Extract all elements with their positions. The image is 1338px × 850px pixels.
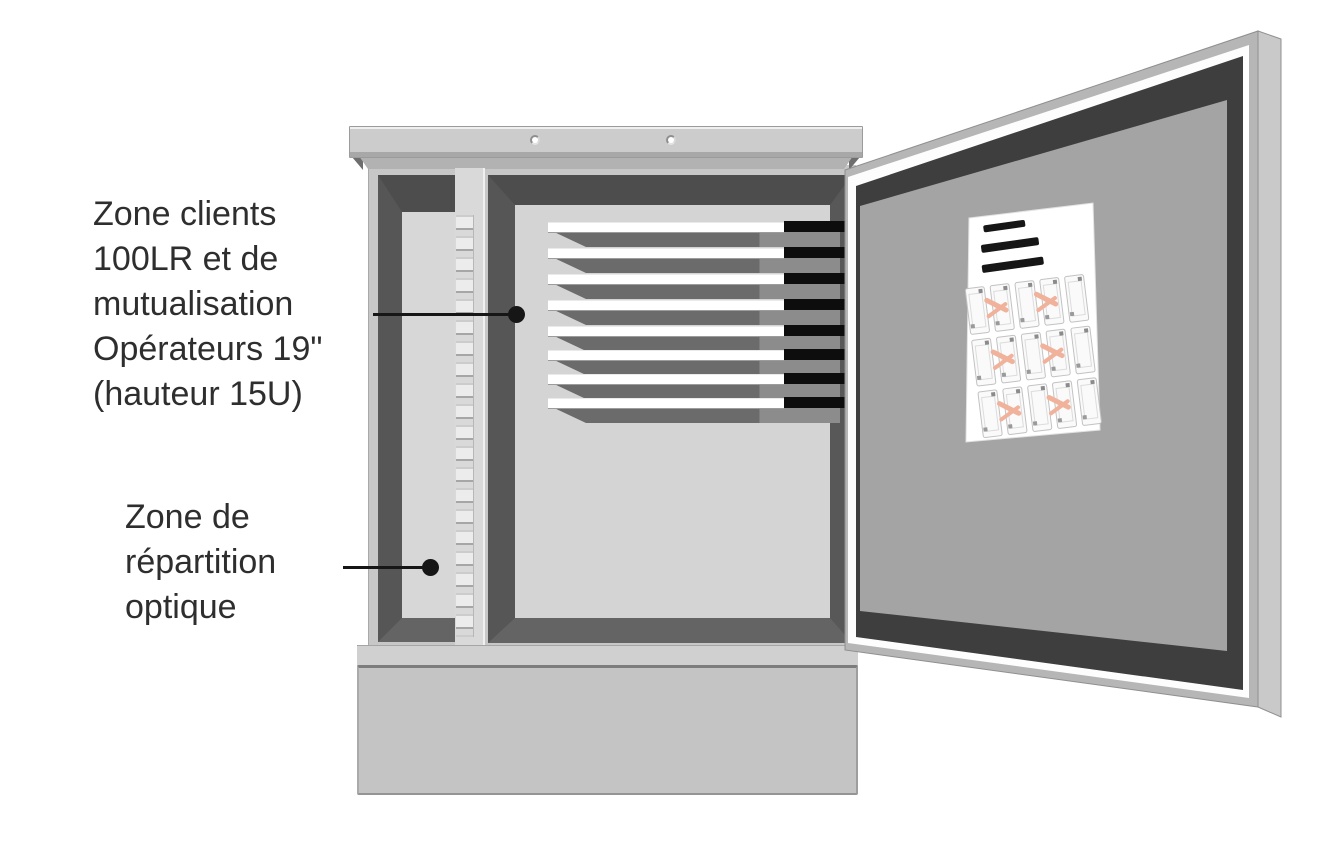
callout-line-zone-clients (373, 306, 525, 323)
label-zone-repartition-optique: Zone de répartition optique (125, 495, 276, 630)
label-cell (971, 337, 997, 387)
label-line: Opérateurs 19" (93, 330, 323, 368)
tray-shadow (552, 359, 840, 375)
cap-bracket-left (352, 157, 363, 170)
tray-shadow (552, 309, 840, 325)
tray-front-edge (548, 374, 784, 384)
label-line: optique (125, 588, 237, 626)
callout-dot (422, 559, 439, 576)
label-cell (990, 334, 1022, 384)
label-zone-clients: Zone clients 100LR et de mutualisation O… (93, 192, 322, 417)
tray-shadow (552, 257, 840, 273)
tray-end-connector (784, 373, 851, 384)
label-line: Zone clients (93, 195, 277, 233)
callout-line-zone-repartition (343, 559, 439, 576)
tray-end-connector (784, 273, 851, 284)
label-cell (1064, 274, 1090, 323)
tray-front-edge (548, 274, 784, 284)
tray-shadow (552, 335, 840, 351)
cabinet-base (357, 665, 858, 795)
title-mark (983, 219, 1026, 233)
tray-end-connector (784, 325, 851, 336)
cabinet-top-cap (349, 126, 863, 158)
label-cell (964, 286, 990, 335)
tray-end-connector (784, 299, 846, 310)
tray-front-edge (548, 350, 784, 360)
label-line: 100LR et de (93, 240, 279, 278)
label-cell (1070, 325, 1096, 375)
tray-end-connector (784, 221, 851, 232)
label-cell (1033, 277, 1065, 326)
label-cell (1027, 383, 1053, 432)
cabinet-cap-underside (359, 156, 853, 169)
tray-end-connector (784, 349, 846, 360)
tray-front-edge (548, 300, 784, 310)
label-sheet-title-marks (980, 219, 1044, 273)
tray-shadow (552, 283, 840, 299)
tray-front-edge (548, 398, 784, 408)
label-cell (1046, 380, 1078, 429)
label-cell (996, 386, 1028, 435)
tray-end-connector (784, 247, 846, 258)
splice-holder-strip (455, 168, 485, 645)
label-cell (984, 283, 1015, 332)
label-line: répartition (125, 543, 277, 581)
tray-shadow (552, 383, 840, 399)
tray-shadow (552, 407, 840, 423)
door-edge-strip (1257, 30, 1282, 718)
callout-dot (508, 306, 525, 323)
tray-end-connector (784, 397, 846, 408)
label-cell (1040, 328, 1071, 378)
label-cell (1076, 377, 1102, 426)
label-cell (1020, 331, 1046, 381)
title-mark (980, 237, 1040, 253)
label-sheet-grid (964, 274, 1102, 439)
label-line: Zone de (125, 498, 250, 536)
screw-hole-icon (666, 135, 676, 145)
tray-shadow (552, 231, 840, 247)
label-line: mutualisation (93, 285, 294, 323)
title-mark (981, 256, 1044, 273)
cap-bracket-right (849, 157, 860, 170)
tray-front-edge (548, 222, 784, 232)
label-cell (1014, 280, 1040, 329)
tray-front-edge (548, 248, 784, 258)
label-line: (hauteur 15U) (93, 375, 303, 413)
label-cell (977, 389, 1003, 439)
tray-front-edge (548, 326, 784, 336)
screw-hole-icon (530, 135, 540, 145)
cabinet-body-foot (357, 645, 858, 666)
